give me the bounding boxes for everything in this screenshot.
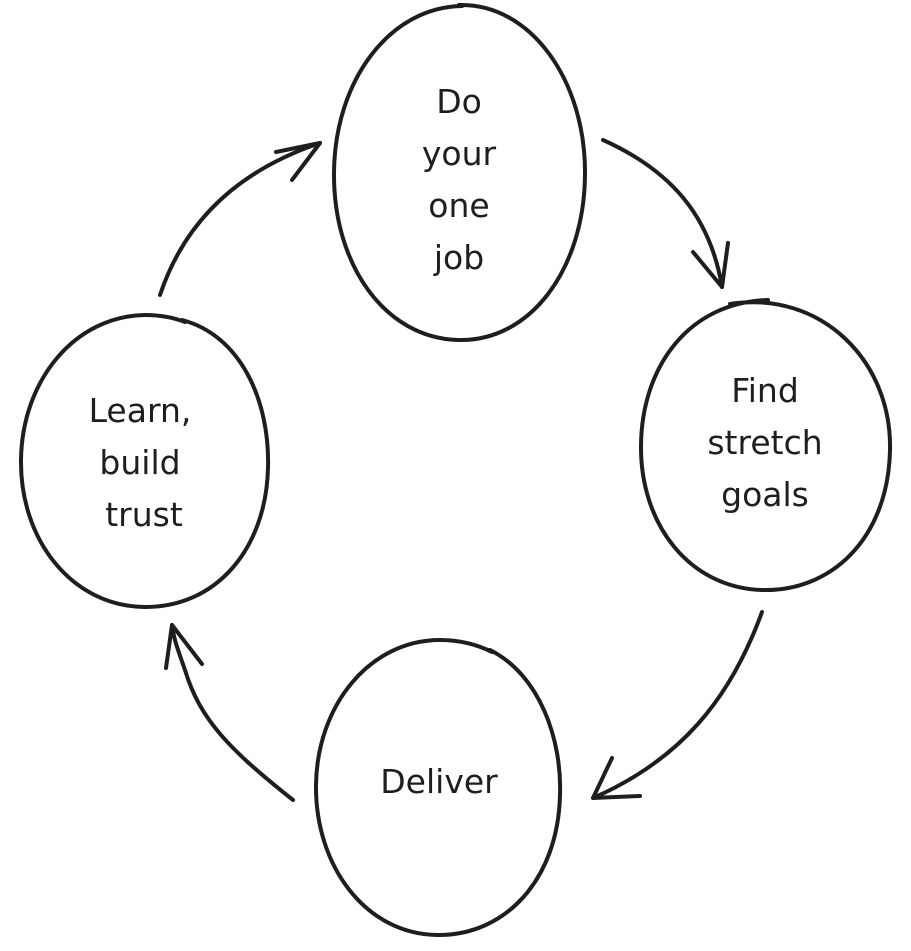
node-label-line: goals [721, 475, 809, 514]
node-label-line: your [422, 134, 497, 173]
ellipse-shape [638, 298, 893, 593]
arrow-deliver-to-learn [164, 623, 295, 802]
node-label-line: Find [731, 371, 799, 410]
node-find-stretch-goals: Find stretch goals [638, 298, 893, 593]
node-learn-build-trust: Learn, build trust [18, 312, 271, 610]
arrow-do-job-to-stretch [601, 138, 730, 289]
arrow-line [591, 610, 764, 800]
arrowhead-icon [274, 141, 322, 182]
node-do-your-one-job: Do your one job [331, 2, 588, 343]
node-label-line: Do [436, 82, 482, 121]
ellipse-shape [18, 312, 271, 610]
arrowhead-icon [164, 623, 204, 670]
arrow-line [158, 141, 322, 297]
ellipse-shape [331, 2, 588, 343]
node-label-line: job [433, 238, 484, 277]
arrowhead-icon [591, 756, 642, 800]
arrow-line [170, 623, 295, 802]
node-label-line: one [428, 186, 489, 225]
node-label-line: trust [105, 495, 183, 534]
node-deliver: Deliver [313, 637, 563, 938]
arrow-line [601, 138, 724, 289]
node-label-line: stretch [707, 423, 822, 462]
arrow-stretch-to-deliver [591, 610, 764, 800]
ellipse-shape [313, 637, 563, 938]
node-label-line: build [99, 443, 180, 482]
node-label-line: Learn, [89, 391, 192, 430]
node-label-line: Deliver [380, 762, 498, 801]
arrowhead-icon [691, 241, 730, 289]
arrow-learn-to-do-job [158, 141, 322, 297]
